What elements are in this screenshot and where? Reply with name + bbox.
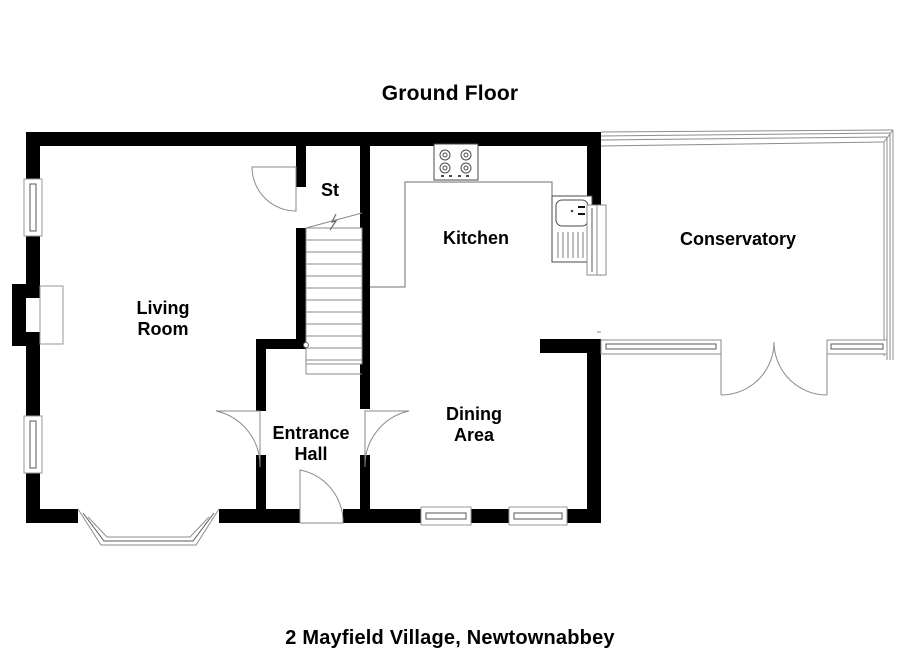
wall-south-hall-left [256, 509, 300, 523]
living-room-window-north [23, 178, 43, 237]
wall-south-bay-stub-left [26, 509, 78, 523]
hall-to-dining-door [364, 410, 410, 468]
conservatory-french-doors [720, 340, 828, 396]
wall-hall-living-v2 [256, 455, 266, 515]
plan-caption: 2 Mayfield Village, Newtownabbey [285, 627, 615, 649]
room-label-conservatory: Conservatory [679, 229, 797, 249]
room-label-dining-area: Dining Area [446, 404, 502, 445]
wall-south-dining-mid [470, 509, 510, 523]
floor-title: Ground Floor [381, 82, 519, 105]
wall-hall-living [256, 339, 306, 349]
wall-living-stair [296, 146, 306, 187]
wall-west-d [26, 346, 40, 416]
conservatory-glazing-south-left [600, 339, 722, 355]
staircase [303, 212, 363, 375]
wall-hall-living-v [256, 339, 266, 411]
wall-south-hall-right [343, 509, 421, 523]
conservatory-glazing-north [600, 129, 894, 147]
wall-east-lower [587, 339, 601, 523]
room-label-living-room: Living Room [136, 298, 190, 339]
kitchen-sink [551, 195, 598, 276]
window-group [23, 178, 568, 546]
hall-to-living-door [215, 410, 261, 468]
conservatory-structure [596, 129, 894, 396]
wall-west-chimney-bot [12, 332, 40, 346]
walls-main-house [12, 132, 601, 523]
dining-window-left [420, 506, 472, 526]
conservatory-glazing-east [883, 130, 894, 360]
wall-living-stair-b [296, 228, 306, 347]
living-room-window-south [23, 415, 43, 474]
wall-west-c [12, 284, 26, 346]
front-entrance-door [299, 469, 344, 524]
wall-west-chimney-top [12, 284, 40, 298]
wall-internal-spine [360, 146, 370, 409]
wall-south-bay-stub-right [219, 509, 262, 523]
wall-west-a [26, 146, 40, 179]
wall-north [26, 132, 601, 146]
conservatory-glazing-south-right [826, 339, 888, 355]
conservatory-glazing-west [596, 204, 607, 276]
wall-internal-spine-lower [360, 455, 370, 523]
wall-east-dining-spur [540, 339, 601, 353]
dining-window-right [508, 506, 568, 526]
kitchen-hob [433, 143, 479, 181]
chimney-breast [39, 285, 64, 345]
wall-west-b [26, 236, 40, 284]
store-door [251, 166, 297, 212]
living-room-bay-window [77, 508, 220, 546]
room-label-store: St [321, 180, 339, 200]
room-label-entrance-hall: Entrance Hall [272, 423, 350, 464]
room-label-kitchen: Kitchen [442, 228, 509, 248]
